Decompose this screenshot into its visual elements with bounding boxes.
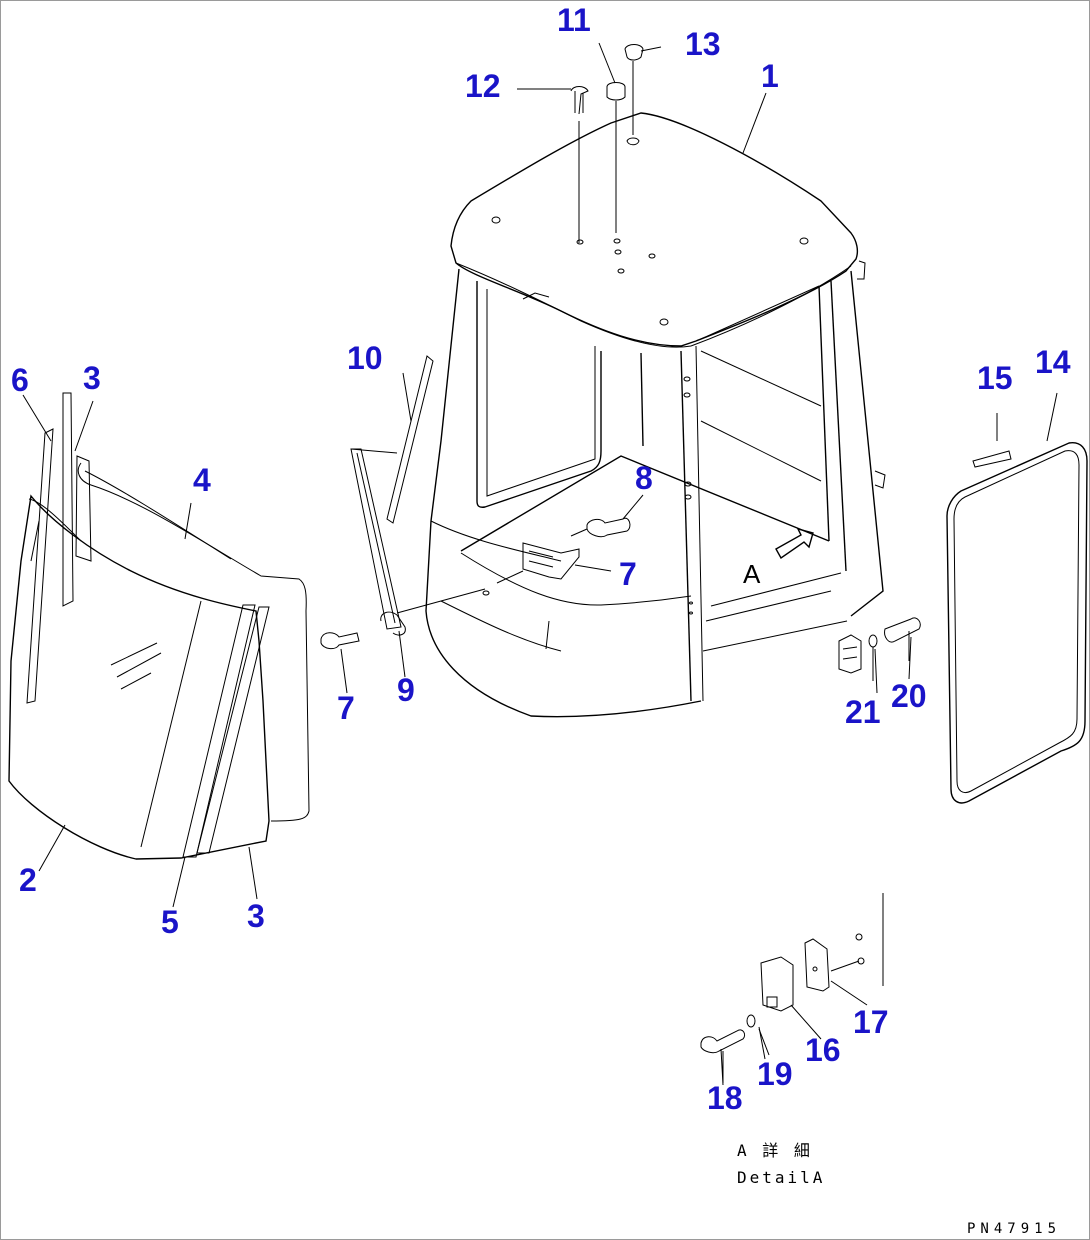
- cab-assembly: A: [425, 112, 886, 718]
- callout-14: 14: [1035, 344, 1071, 380]
- callout-3a: 3: [83, 360, 101, 396]
- view-arrow-label: A: [743, 559, 761, 589]
- detail-a-group: A 詳 細 DetailA: [700, 893, 884, 1187]
- callout-12: 12: [465, 68, 501, 104]
- callout-19: 19: [757, 1056, 793, 1092]
- front-glass-group: [8, 392, 310, 860]
- callout-2: 2: [19, 862, 37, 898]
- side-window-group: [946, 442, 1088, 804]
- callout-labels: 1 2 3 3 4 5 6 7 7 8 9 10 11 12 13 14 15 …: [11, 2, 1071, 1116]
- callout-21: 21: [845, 694, 881, 730]
- callout-10: 10: [347, 340, 383, 376]
- callout-13: 13: [685, 26, 721, 62]
- leader-lines: [22, 42, 1058, 1083]
- callout-5: 5: [161, 904, 179, 940]
- callout-3b: 3: [247, 898, 265, 934]
- drawing-code: PN47915: [967, 1221, 1061, 1237]
- detail-caption-en: DetailA: [737, 1168, 825, 1187]
- callout-15: 15: [977, 360, 1013, 396]
- callout-11: 11: [557, 2, 591, 38]
- wiper-group: [320, 355, 631, 650]
- callout-4: 4: [193, 462, 211, 498]
- callout-8: 8: [635, 460, 653, 496]
- callout-16: 16: [805, 1032, 841, 1068]
- callout-7b: 7: [337, 690, 355, 726]
- callout-18: 18: [707, 1080, 743, 1116]
- callout-17: 17: [853, 1004, 889, 1040]
- callout-20: 20: [891, 678, 927, 714]
- detail-caption-jp: A 詳 細: [737, 1141, 813, 1160]
- callout-7a: 7: [619, 556, 637, 592]
- callout-6: 6: [11, 362, 29, 398]
- rear-latch-fasteners: [838, 617, 921, 681]
- callout-9: 9: [397, 672, 415, 708]
- callout-1: 1: [761, 58, 779, 94]
- roof-fasteners: [570, 44, 644, 243]
